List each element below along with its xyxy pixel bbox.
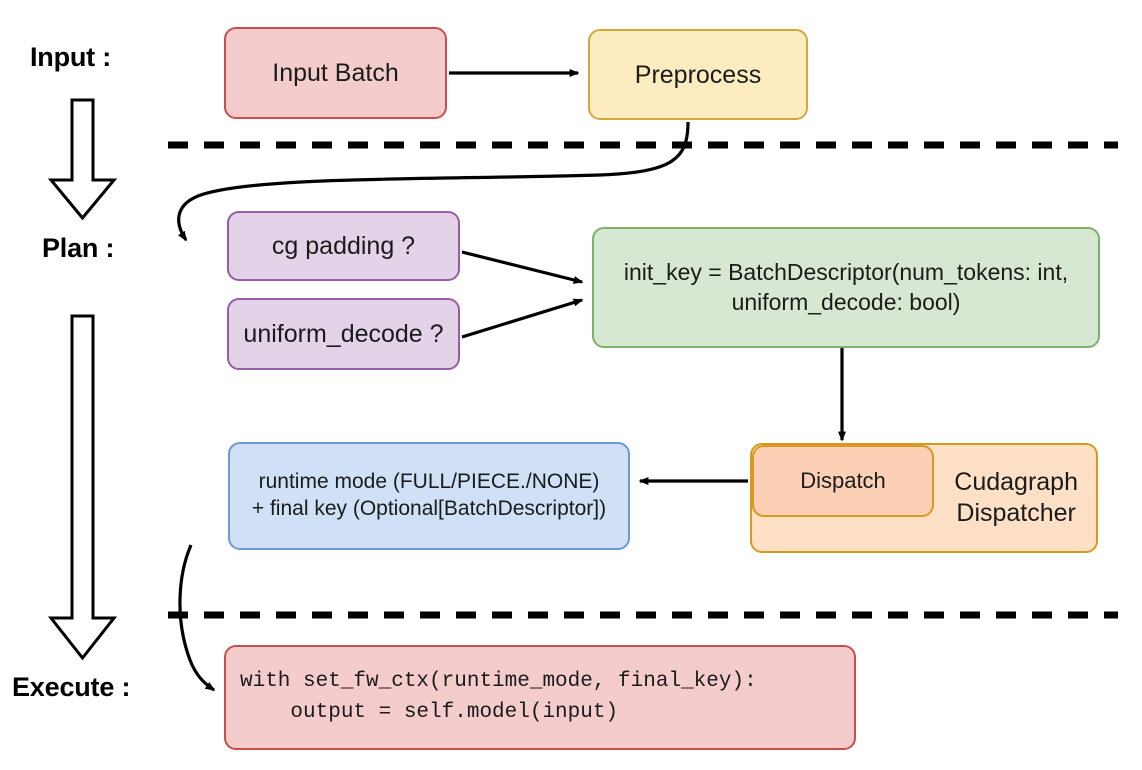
node-execute-code[interactable]: with set_fw_ctx(runtime_mode, final_key)… [224,645,856,750]
init-key-line-2: uniform_decode: bool) [731,288,961,315]
runtime-mode-line-2: + final key (Optional[BatchDescriptor]) [251,497,607,520]
execute-code-line-2: output = self.model(input) [240,700,619,724]
stage-label-execute: Execute : [12,672,131,702]
arrow-cg-padding-to-init-key [461,250,584,284]
node-init-key[interactable]: init_key = BatchDescriptor(num_tokens: i… [592,227,1100,348]
arrow-runtime-mode-to-code [178,544,216,692]
runtime-mode-line-1: runtime mode (FULL/PIECE./NONE) [258,470,600,494]
node-preprocess[interactable]: Preprocess [588,29,808,120]
input-to-plan-block-arrow [47,98,118,221]
node-uniform-decode[interactable]: uniform_decode ? [227,298,460,370]
arrow-uniform-decode-to-init-key [461,298,584,339]
execute-code-line-1: with set_fw_ctx(runtime_mode, final_key)… [240,670,757,694]
stage-label-input: Input : [30,42,112,72]
init-key-line-1: init_key = BatchDescriptor(num_tokens: i… [623,259,1069,286]
node-runtime-mode[interactable]: runtime mode (FULL/PIECE./NONE) + final … [228,442,630,550]
stage-label-plan: Plan : [42,233,115,263]
cudagraph-dispatcher-line-2: Dispatcher [956,499,1076,527]
node-input-batch[interactable]: Input Batch [224,27,447,119]
cudagraph-dispatcher-line-1: Cudagraph [954,467,1078,496]
plan-to-execute-block-arrow [47,314,118,661]
node-cg-padding[interactable]: cg padding ? [227,211,460,281]
cudagraph-dispatcher-label: Cudagraph Dispatcher [954,467,1078,530]
node-dispatch[interactable]: Dispatch [752,445,934,517]
